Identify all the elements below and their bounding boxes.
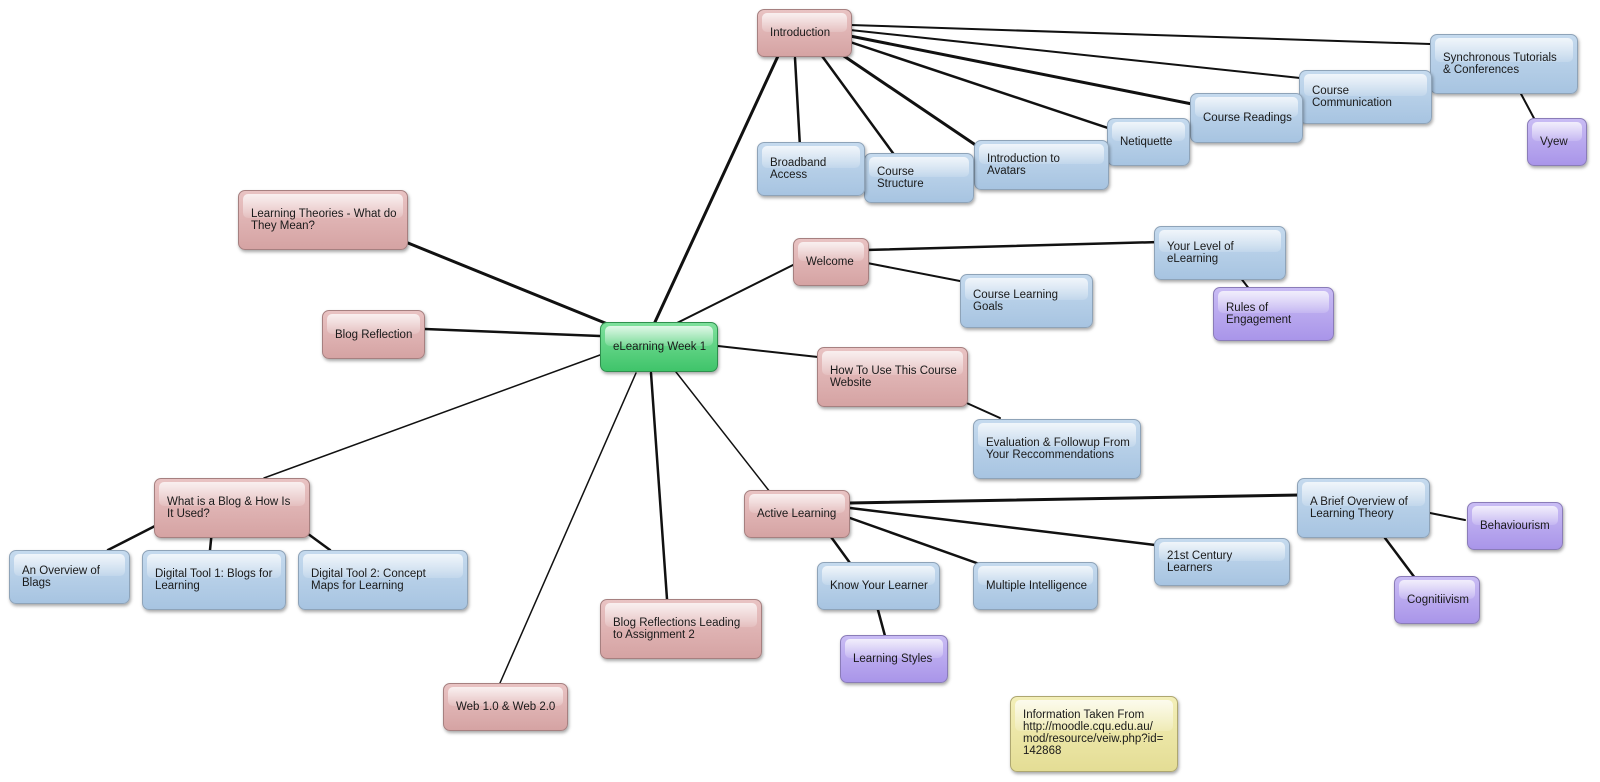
node-brief-overview-learning-theory[interactable]: A Brief Overview of Learning Theory (1297, 478, 1430, 538)
edge-active-brief-overview (848, 493, 1302, 505)
edge-intro-course-readings (848, 34, 1194, 106)
edge-intro-avatars (836, 50, 982, 150)
edge-central-how-to-use (717, 345, 819, 358)
edge-welcome-your-level (863, 240, 1162, 252)
node-broadband-access[interactable]: Broadband Access (757, 142, 865, 196)
edge-central-active-learning (675, 371, 771, 493)
edge-active-multiple (848, 516, 987, 568)
edge-brief-cognitivism (1383, 536, 1417, 580)
node-introduction-to-avatars[interactable]: Introduction to Avatars (974, 140, 1109, 190)
edge-intro-synchronous (849, 24, 1431, 45)
node-course-structure[interactable]: Course Structure (864, 153, 974, 203)
edge-central-blog-reflections-leading (649, 371, 669, 601)
node-evaluation-followup[interactable]: Evaluation & Followup From Your Reccomme… (973, 419, 1141, 479)
node-course-communication[interactable]: Course Communication (1299, 70, 1432, 124)
edge-brief-behaviourism (1424, 511, 1466, 521)
node-course-readings[interactable]: Course Readings (1190, 93, 1303, 143)
node-web-1-web-2[interactable]: Web 1.0 & Web 2.0 (443, 683, 568, 731)
node-overview-of-blags[interactable]: An Overview of Blags (9, 550, 130, 604)
node-netiquette[interactable]: Netiquette (1107, 118, 1190, 166)
node-blog-reflection[interactable]: Blog Reflection (322, 310, 425, 359)
node-behaviourism[interactable]: Behaviourism (1467, 502, 1563, 550)
node-digital-tool-1[interactable]: Digital Tool 1: Blogs for Learning (142, 550, 286, 610)
node-vyew[interactable]: Vyew (1527, 118, 1587, 166)
edge-intro-course-structure (820, 54, 900, 162)
node-digital-tool-2[interactable]: Digital Tool 2: Concept Maps for Learnin… (298, 550, 468, 610)
note-information-source: Information Taken From http://moodle.cqu… (1010, 696, 1178, 772)
edge-central-blog-reflection (423, 327, 602, 338)
edge-active-21st-century (848, 506, 1157, 547)
central-node[interactable]: eLearning Week 1 (600, 322, 718, 372)
edge-intro-course-communication (849, 29, 1301, 79)
node-what-is-a-blog[interactable]: What is a Blog & How Is It Used? (154, 478, 310, 538)
edge-central-introduction (653, 54, 780, 324)
edge-central-welcome (674, 263, 796, 325)
edge-synchronous-vyew (1519, 91, 1537, 123)
node-blog-reflections-leading[interactable]: Blog Reflections Leading to Assignment 2 (600, 599, 762, 659)
edge-central-web (499, 372, 637, 684)
node-your-level-of-elearning[interactable]: Your Level of eLearning (1154, 226, 1286, 280)
node-21st-century-learners[interactable]: 21st Century Learners (1154, 538, 1290, 586)
edge-know-learner-styles (876, 608, 887, 638)
node-cognitivism[interactable]: Cognitiivism (1394, 576, 1480, 624)
node-learning-theories[interactable]: Learning Theories - What do They Mean? (238, 190, 408, 250)
node-welcome[interactable]: Welcome (793, 238, 869, 286)
edge-blog-overview (106, 524, 157, 552)
edge-central-what-is-blog (263, 354, 601, 479)
node-introduction[interactable]: Introduction (757, 9, 852, 57)
edge-intro-broadband (793, 56, 802, 149)
node-rules-of-engagement[interactable]: Rules of Engagement (1213, 287, 1334, 341)
node-know-your-learner[interactable]: Know Your Learner (817, 562, 940, 610)
node-course-learning-goals[interactable]: Course Learning Goals (960, 274, 1093, 328)
node-active-learning[interactable]: Active Learning (744, 490, 850, 538)
edge-intro-netiquette (848, 40, 1110, 130)
edge-welcome-goals (861, 261, 966, 283)
node-how-to-use-website[interactable]: How To Use This Course Website (817, 347, 968, 407)
node-learning-styles[interactable]: Learning Styles (840, 635, 948, 683)
node-synchronous-tutorials[interactable]: Synchronous Tutorials & Conferences (1430, 34, 1578, 94)
node-multiple-intelligence[interactable]: Multiple Intelligence (973, 562, 1098, 610)
edge-central-learning-theories (406, 241, 612, 327)
